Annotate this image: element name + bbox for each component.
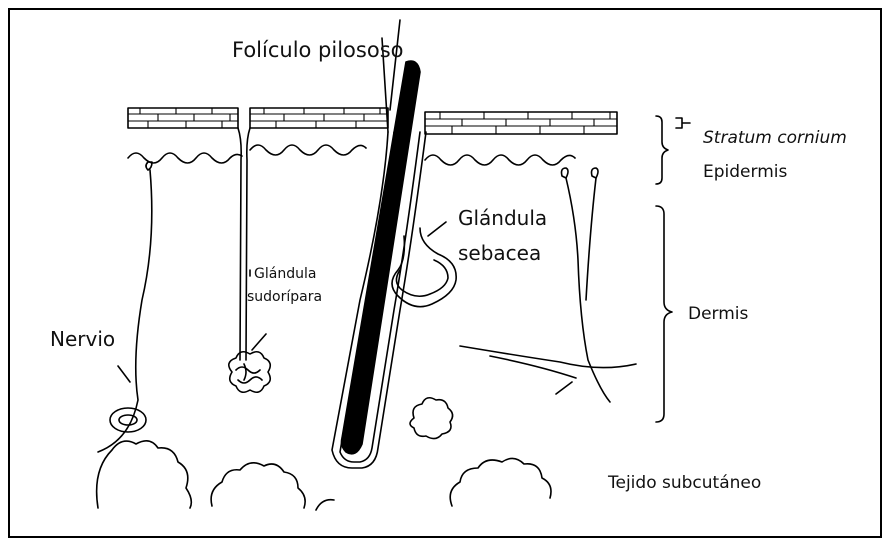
label-glandula-sudoripara-2: sudorípara (247, 289, 322, 305)
label-stratum-cornium: Stratum cornium (703, 128, 847, 148)
label-glandula-sudoripara-1: Glándula (254, 266, 316, 282)
label-dermis: Dermis (688, 304, 748, 324)
sebaceous-gland (392, 222, 456, 307)
label-glandula-sebacea-2: sebacea (458, 241, 541, 265)
label-foliculo-piloso: Folículo pilososo (232, 38, 404, 62)
subcutaneous-fat (97, 398, 551, 510)
label-glandula-sebacea-1: Glándula (458, 206, 547, 230)
braces (656, 116, 690, 422)
stratum-corneum-layer (128, 108, 617, 134)
label-epidermis: Epidermis (703, 162, 787, 182)
sweat-gland (229, 128, 270, 392)
epidermis-boundary (128, 145, 575, 165)
label-tejido-subcutaneo: Tejido subcutáneo (608, 473, 761, 493)
label-nervio: Nervio (50, 327, 115, 351)
nerve-left (98, 162, 152, 452)
nerve-right (460, 168, 636, 402)
